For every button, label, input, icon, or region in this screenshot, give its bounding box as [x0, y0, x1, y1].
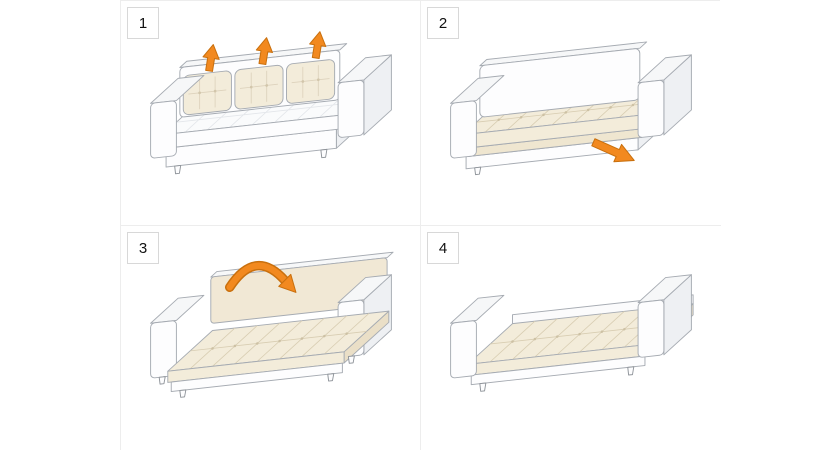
sofa-leg [474, 166, 482, 176]
sofa-leg [627, 366, 635, 376]
sofa-illustration-step-3 [149, 251, 394, 398]
step-number-badge: 2 [427, 7, 459, 39]
step-number-badge: 4 [427, 232, 459, 264]
step-number: 4 [438, 239, 448, 257]
armrest-right [337, 79, 364, 138]
sofa-leg [158, 376, 166, 385]
sofa-leg [178, 389, 186, 398]
armrest-right [637, 299, 665, 358]
sofa-leg [347, 355, 355, 364]
armrest-left-top [149, 294, 204, 324]
sofa-leg [326, 373, 334, 382]
steps-grid: 1 [120, 0, 721, 450]
armrest-left [450, 320, 477, 379]
step-number-badge: 3 [127, 232, 159, 264]
seat-tuft-buttons [497, 103, 635, 122]
sofa-leg [479, 382, 487, 392]
armrest-left [149, 100, 177, 159]
step-panel-4: 4 [421, 226, 721, 450]
step-panel-1: 1 [121, 1, 421, 226]
sofa-illustration-step-1 [149, 29, 392, 175]
back-cushion [233, 64, 284, 110]
bed-frame-front [170, 362, 343, 392]
step-panel-3: 3 [121, 226, 421, 450]
armrest-left-top [450, 294, 505, 324]
step-number-badge: 1 [127, 7, 159, 39]
step-panel-2: 2 [421, 1, 721, 226]
armrest-right [637, 79, 665, 138]
armrest-left [450, 100, 477, 159]
sofa-leg [173, 164, 181, 175]
seat-quilting [175, 92, 354, 133]
platform-tuft-buttons [210, 332, 348, 350]
sofa-leg [319, 148, 327, 159]
fold-over-arrow-icon [224, 260, 296, 293]
step-number: 1 [138, 14, 148, 32]
back-cushion [285, 59, 335, 104]
sofa-illustration-step-2 [450, 41, 692, 176]
sofa-illustration-step-4 [450, 274, 694, 392]
step-number: 3 [138, 239, 148, 257]
bed-frame-front [470, 355, 646, 386]
step-number: 2 [438, 14, 448, 32]
